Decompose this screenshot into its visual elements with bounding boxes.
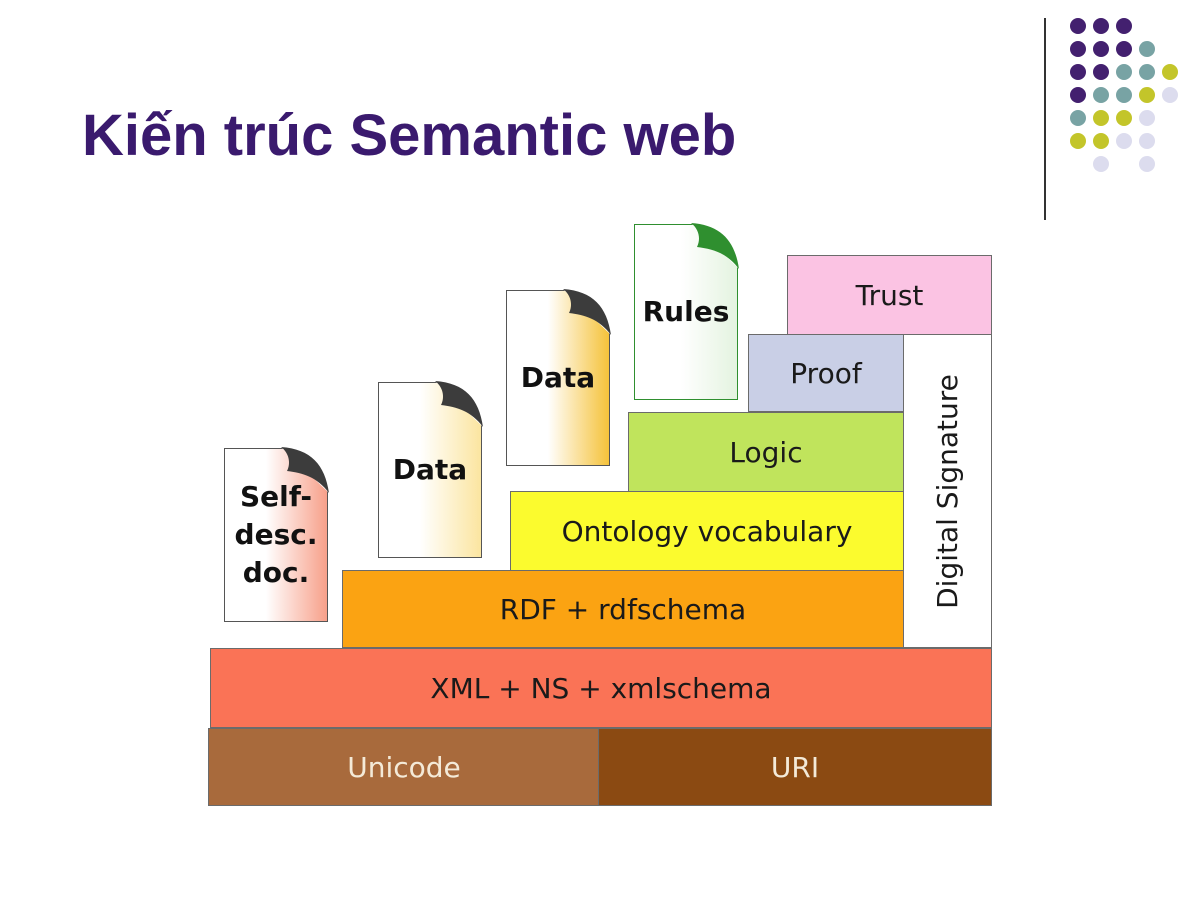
decorative-dot (1093, 18, 1109, 34)
page-fold-icon (281, 447, 329, 493)
layer-logic: Logic (628, 412, 904, 492)
layer-unicode-label: Unicode (347, 750, 461, 784)
decorative-dot (1139, 64, 1155, 80)
page-fold-icon (691, 223, 739, 269)
decorative-dot (1093, 41, 1109, 57)
layer-logic-label: Logic (729, 435, 803, 469)
layer-trust-label: Trust (855, 278, 924, 312)
decorative-dot (1139, 110, 1155, 126)
decorative-dot (1070, 64, 1086, 80)
document-self-desc-label: Self- desc. doc. (234, 480, 318, 589)
page-fold-icon (563, 289, 611, 335)
decorative-dot (1093, 64, 1109, 80)
decorative-dot-grid (0, 0, 1200, 220)
document-self-desc: Self- desc. doc. (224, 447, 329, 622)
decorative-dot (1093, 110, 1109, 126)
layer-digital-signature: Digital Signature (903, 334, 992, 648)
decorative-dot (1070, 133, 1086, 149)
layer-xml: XML + NS + xmlschema (210, 648, 992, 728)
document-data-1: Data (378, 381, 483, 558)
layer-trust: Trust (787, 255, 992, 335)
layer-uri-label: URI (770, 750, 820, 784)
layer-uri: URI (598, 728, 992, 806)
decorative-dot (1093, 87, 1109, 103)
layer-rdf-label: RDF + rdfschema (499, 592, 747, 626)
document-data-1-label: Data (392, 453, 468, 486)
decorative-dot (1162, 87, 1178, 103)
corner-divider-line (1044, 18, 1046, 220)
layer-ontology: Ontology vocabulary (510, 491, 904, 571)
decorative-dot (1070, 18, 1086, 34)
document-data-2: Data (506, 289, 611, 466)
layer-rdf: RDF + rdfschema (342, 570, 904, 648)
layer-proof-label: Proof (790, 356, 862, 390)
layer-xml-label: XML + NS + xmlschema (430, 671, 772, 705)
decorative-dot (1116, 41, 1132, 57)
slide-title: Kiến trúc Semantic web (82, 103, 737, 168)
decorative-dot (1070, 110, 1086, 126)
decorative-dot (1139, 156, 1155, 172)
layer-digital-signature-label: Digital Signature (931, 373, 965, 609)
document-rules-label: Rules (642, 295, 730, 328)
layer-proof: Proof (748, 334, 904, 412)
decorative-dot (1162, 64, 1178, 80)
document-data-2-label: Data (520, 361, 596, 394)
decorative-dot (1093, 156, 1109, 172)
decorative-dot (1139, 133, 1155, 149)
document-rules: Rules (634, 223, 739, 400)
layer-ontology-label: Ontology vocabulary (561, 514, 853, 548)
decorative-dot (1116, 87, 1132, 103)
decorative-dot (1139, 87, 1155, 103)
decorative-dot (1116, 133, 1132, 149)
page-fold-icon (435, 381, 483, 427)
decorative-dot (1093, 133, 1109, 149)
decorative-dot (1116, 18, 1132, 34)
layer-unicode: Unicode (208, 728, 600, 806)
decorative-dot (1070, 41, 1086, 57)
decorative-dot (1116, 64, 1132, 80)
decorative-dot (1070, 87, 1086, 103)
decorative-dot (1116, 110, 1132, 126)
decorative-dot (1139, 41, 1155, 57)
